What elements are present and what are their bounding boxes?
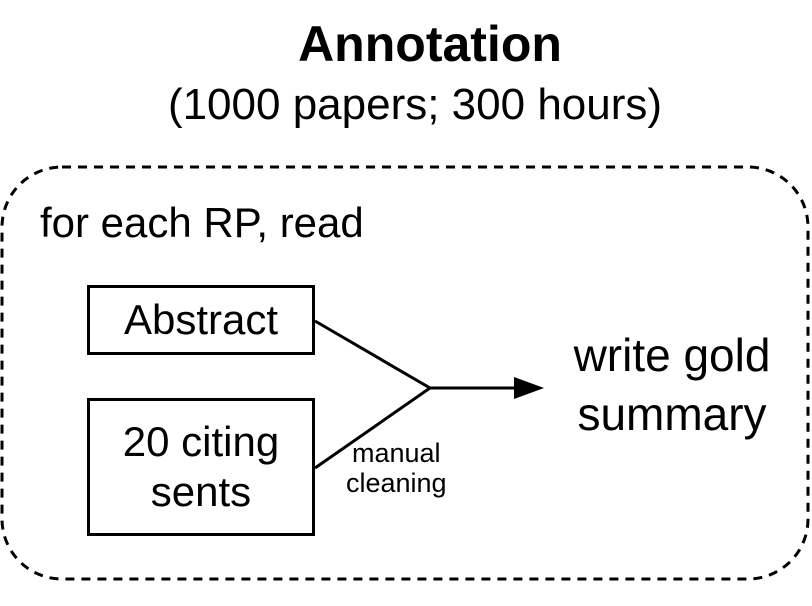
citing-label-line1: 20 citing xyxy=(122,418,280,465)
output-line1: write gold xyxy=(573,329,771,381)
abstract-label: Abstract xyxy=(123,296,279,343)
diagram-subtitle: (1000 papers; 300 hours) xyxy=(167,80,663,129)
output-line2: summary xyxy=(577,388,767,440)
edge-label-line1: manual xyxy=(352,438,441,468)
manual-cleaning-label: manual cleaning xyxy=(346,438,447,498)
connector-citing xyxy=(314,386,431,470)
edge-label-line2: cleaning xyxy=(346,468,447,498)
connector-abstract xyxy=(314,319,431,390)
citing-sents-box: 20 citing sents xyxy=(87,398,315,536)
output-label: write gold summary xyxy=(548,326,796,444)
arrowhead xyxy=(514,377,544,399)
group-boundary xyxy=(0,165,810,581)
citing-label-line2: sents xyxy=(150,468,252,515)
diagram-title: Annotation xyxy=(298,16,562,72)
group-label: for each RP, read xyxy=(40,199,364,246)
abstract-box: Abstract xyxy=(87,285,315,355)
